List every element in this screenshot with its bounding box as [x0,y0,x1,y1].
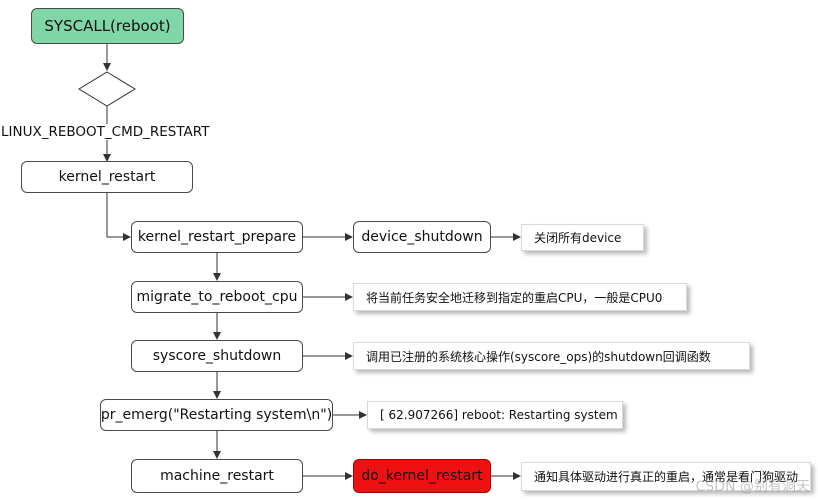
migrate-to-reboot-cpu-node: migrate_to_reboot_cpu [131,281,303,313]
syscore-shutdown-node: syscore_shutdown [131,340,303,372]
do-kernel-restart-node: do_kernel_restart [353,459,491,493]
device-shutdown-note: 关闭所有device [521,224,644,251]
kernel-restart-node: kernel_restart [21,161,193,193]
migrate-note: 将当前任务安全地迁移到指定的重启CPU，一般是CPU0 [353,283,687,311]
do-kernel-restart-note: 通知具体驱动进行真正的重启，通常是看门狗驱动 [521,462,811,491]
syscall-reboot-node: SYSCALL(reboot) [31,8,184,44]
kernel-restart-prepare-node: kernel_restart_prepare [131,221,303,253]
pr-emerg-note: [ 62.907266] reboot: Restarting system [367,401,623,429]
decision-diamond [78,71,136,107]
condition-label: LINUX_REBOOT_CMD_RESTART [0,124,211,140]
edge-kernel-restart-prepare [106,193,131,241]
machine-restart-node: machine_restart [131,459,303,493]
syscore-note: 调用已注册的系统核心操作(syscore_ops)的shutdown回调函数 [353,342,750,370]
watermark: CSDN @别有洞天 [695,479,810,495]
device-shutdown-node: device_shutdown [353,221,491,253]
pr-emerg-node: pr_emerg("Restarting system\n") [100,399,333,431]
